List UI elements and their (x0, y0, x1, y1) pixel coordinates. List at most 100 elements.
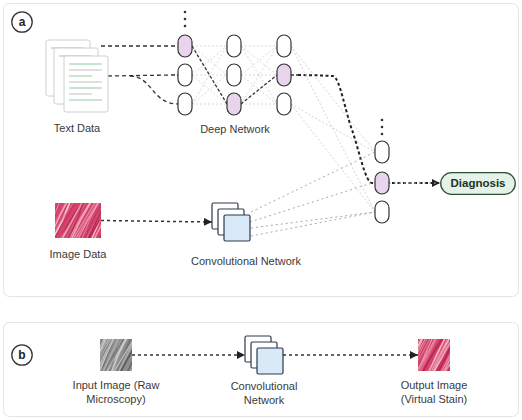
neuron (178, 35, 192, 57)
neuron (277, 93, 291, 115)
network-link (241, 46, 277, 75)
active-link (172, 74, 178, 75)
letter-circle (12, 345, 32, 365)
connector (250, 183, 440, 222)
convolutional-network: Convolutional Network (245, 336, 283, 374)
image-streak (443, 339, 450, 371)
docs-shape (46, 40, 108, 112)
text-data-icon: Text Data (46, 40, 108, 112)
image-streak (59, 203, 83, 238)
image-streak (100, 339, 108, 371)
text-holder: Diagnosis (440, 172, 516, 195)
node-label: Deep Network (200, 123, 270, 137)
neuron (227, 93, 241, 115)
letter-circle (12, 12, 32, 32)
panel-letter: b (11, 344, 33, 366)
fan-line (251, 212, 375, 236)
active-link (291, 74, 298, 75)
neuron (375, 141, 389, 163)
network-link (192, 46, 227, 75)
network-link (241, 75, 277, 104)
input-line (101, 45, 178, 46)
active-link (241, 75, 277, 104)
panel-frame (4, 4, 519, 297)
dot (184, 25, 187, 28)
neuron (227, 35, 241, 57)
text-line (69, 63, 102, 65)
neuron (375, 172, 389, 194)
ellipsis-dots (184, 11, 384, 136)
image-streak (112, 339, 128, 371)
image-texture (55, 203, 101, 238)
fan-line (251, 152, 375, 212)
dot (381, 133, 384, 136)
network-link (192, 46, 227, 104)
node-title: Diagnosis (451, 177, 506, 189)
deep-network: Deep Network (172, 33, 298, 117)
image-streak (113, 339, 132, 371)
node-label: Image Data (50, 248, 107, 262)
input-line (130, 76, 178, 104)
text-line (69, 75, 92, 77)
text-holder: b (11, 344, 33, 366)
image-streak (118, 339, 132, 371)
page-sheet (64, 56, 108, 112)
network-link (192, 75, 227, 104)
image-streak (418, 339, 431, 371)
node-label: Output Image (Virtual Stain) (388, 379, 480, 407)
neuron (277, 64, 291, 86)
text-holder: Input Image (Raw Microscopy) (70, 379, 162, 407)
neuron (178, 64, 192, 86)
gray-shape (100, 339, 132, 371)
faint-link (291, 46, 375, 152)
feature-map (257, 348, 283, 374)
image-streak (101, 203, 102, 238)
panel-letter: a (11, 11, 33, 33)
dot (381, 126, 384, 129)
feature-map (224, 215, 250, 241)
network-link (241, 104, 277, 105)
connector (108, 75, 172, 76)
text-holder: Convolutional Network (224, 380, 304, 408)
diagnosis-pill: Diagnosis (440, 172, 516, 195)
document-page (64, 56, 108, 112)
node-label: Text Data (54, 122, 100, 136)
image-streak (429, 339, 448, 371)
network-link (241, 46, 277, 104)
output-layer (375, 141, 389, 223)
faint-link (291, 46, 375, 212)
node-title: a (19, 15, 26, 29)
image-streak (113, 339, 130, 371)
text-line (69, 69, 102, 71)
raw-image-icon: Input Image (Raw Microscopy) (100, 339, 132, 371)
image-streak (433, 339, 450, 371)
network-link (241, 46, 277, 47)
text-holder: Deep Network (200, 123, 270, 137)
image-streak (418, 339, 419, 371)
connector (132, 354, 245, 356)
image-streak (63, 203, 87, 238)
tissue-shape (55, 203, 101, 238)
network-link (192, 46, 227, 75)
active-link (192, 46, 227, 104)
faint-link (291, 104, 375, 212)
network-link (192, 75, 227, 104)
network-link (241, 75, 277, 104)
node-title: b (18, 348, 25, 362)
image-streak (418, 339, 437, 371)
image-data-icon: Image Data (55, 203, 101, 238)
text-holder: a (11, 11, 33, 33)
pill-outline (441, 172, 516, 194)
neuron (375, 201, 389, 223)
neuron (178, 93, 192, 115)
net-shape (172, 33, 298, 117)
neuron (227, 64, 241, 86)
convolutional-network: Convolutional Network (212, 203, 250, 241)
node-label: Convolutional Network (224, 380, 304, 408)
network-link (241, 46, 277, 104)
dot (184, 18, 187, 21)
node-label: Input Image (Raw Microscopy) (70, 379, 162, 407)
image-streak (447, 339, 450, 371)
text-holder: Image Data (50, 248, 107, 262)
